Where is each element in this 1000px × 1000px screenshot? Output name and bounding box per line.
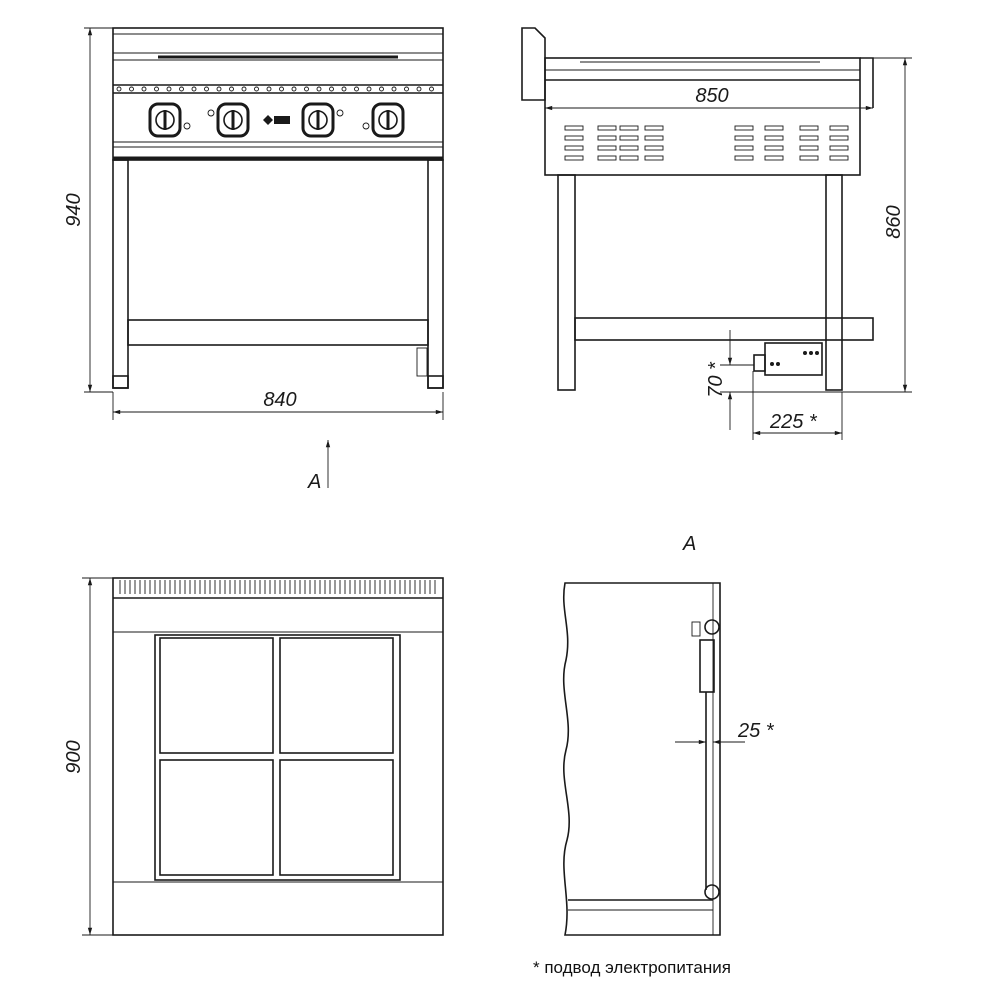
rail-dot [391, 86, 397, 92]
rail-dot [416, 86, 422, 92]
connection-offset-dim: 225 * [769, 411, 818, 433]
vent-slot [734, 155, 754, 161]
vent-slot [829, 155, 849, 161]
connection-height-dim: 70 * [705, 361, 727, 398]
vent-slot [644, 135, 664, 141]
rail-dot [204, 86, 209, 92]
hotplate [159, 637, 274, 754]
control-knobs [148, 102, 405, 138]
rail-dot [291, 86, 297, 92]
rail-dot [229, 86, 234, 92]
rail-dot [266, 86, 272, 92]
rail-dot [429, 86, 434, 92]
front-width-dim: 840 [263, 389, 296, 411]
top-view: 900 [63, 577, 444, 936]
rail-dot [404, 86, 409, 92]
front-view: 940 840 A [63, 27, 444, 493]
vent-slot [734, 135, 754, 141]
vent-slot [619, 145, 639, 151]
rail-dot [191, 86, 197, 92]
side-depth-dim: 850 [695, 85, 728, 107]
vent-slot [564, 145, 584, 151]
rail-dot [379, 86, 384, 92]
front-height-dim: 940 [63, 193, 85, 226]
rail-dot [154, 86, 159, 92]
vent-slot [764, 135, 784, 141]
rail-dot [129, 86, 134, 92]
control-knob [207, 102, 250, 138]
view-a-title: A [682, 533, 696, 555]
rail-dot [316, 86, 322, 92]
rail-dot [241, 86, 247, 92]
rail-dot [166, 86, 172, 92]
vent-slot [799, 135, 819, 141]
vent-slot [644, 125, 664, 131]
vent-slot [764, 125, 784, 131]
rail-dot [116, 86, 122, 92]
side-height-dim: 860 [883, 205, 905, 238]
control-knob [301, 102, 344, 138]
vent-slot [799, 125, 819, 131]
vent-slot [734, 145, 754, 151]
vent-slot [597, 135, 617, 141]
rail-dot [366, 86, 372, 92]
hotplate [159, 759, 274, 876]
vent-slot [644, 155, 664, 161]
vent-slot [564, 135, 584, 141]
rail-dot [279, 86, 284, 92]
rail-dot [179, 86, 184, 92]
vent-slot [619, 125, 639, 131]
brand-logo [263, 115, 273, 125]
vent-slot [829, 135, 849, 141]
vent-slot [597, 145, 617, 151]
vent-slot [829, 145, 849, 151]
side-view: 850 860 70 * 225 * [521, 27, 912, 440]
vent-slot [734, 125, 754, 131]
control-knob [148, 102, 191, 138]
vent-slot [619, 155, 639, 161]
vent-slot [644, 145, 664, 151]
control-knob [362, 102, 405, 138]
vent-slot [597, 125, 617, 131]
rail-dot [216, 86, 222, 92]
vent-slot [564, 125, 584, 131]
vent-slot [799, 145, 819, 151]
vent-slot [564, 155, 584, 161]
footnote: * подвод электропитания [533, 958, 731, 977]
rail-dot [141, 86, 147, 92]
vent-slot [597, 155, 617, 161]
rail-dot [354, 86, 359, 92]
view-a-marker: A [307, 471, 321, 493]
hotplate [279, 759, 394, 876]
rail-dot [341, 86, 347, 92]
vent-slot [764, 145, 784, 151]
vent-slot [799, 155, 819, 161]
view-a-offset-dim: 25 * [737, 720, 775, 742]
view-a: A 25 * [562, 533, 775, 936]
top-depth-dim: 900 [63, 740, 85, 773]
rail-dot [304, 86, 309, 92]
rail-dot [329, 86, 334, 92]
vent-slot [764, 155, 784, 161]
hotplate [279, 637, 394, 754]
vent-slot [829, 125, 849, 131]
vent-slot [619, 135, 639, 141]
rail-dot [254, 86, 259, 92]
